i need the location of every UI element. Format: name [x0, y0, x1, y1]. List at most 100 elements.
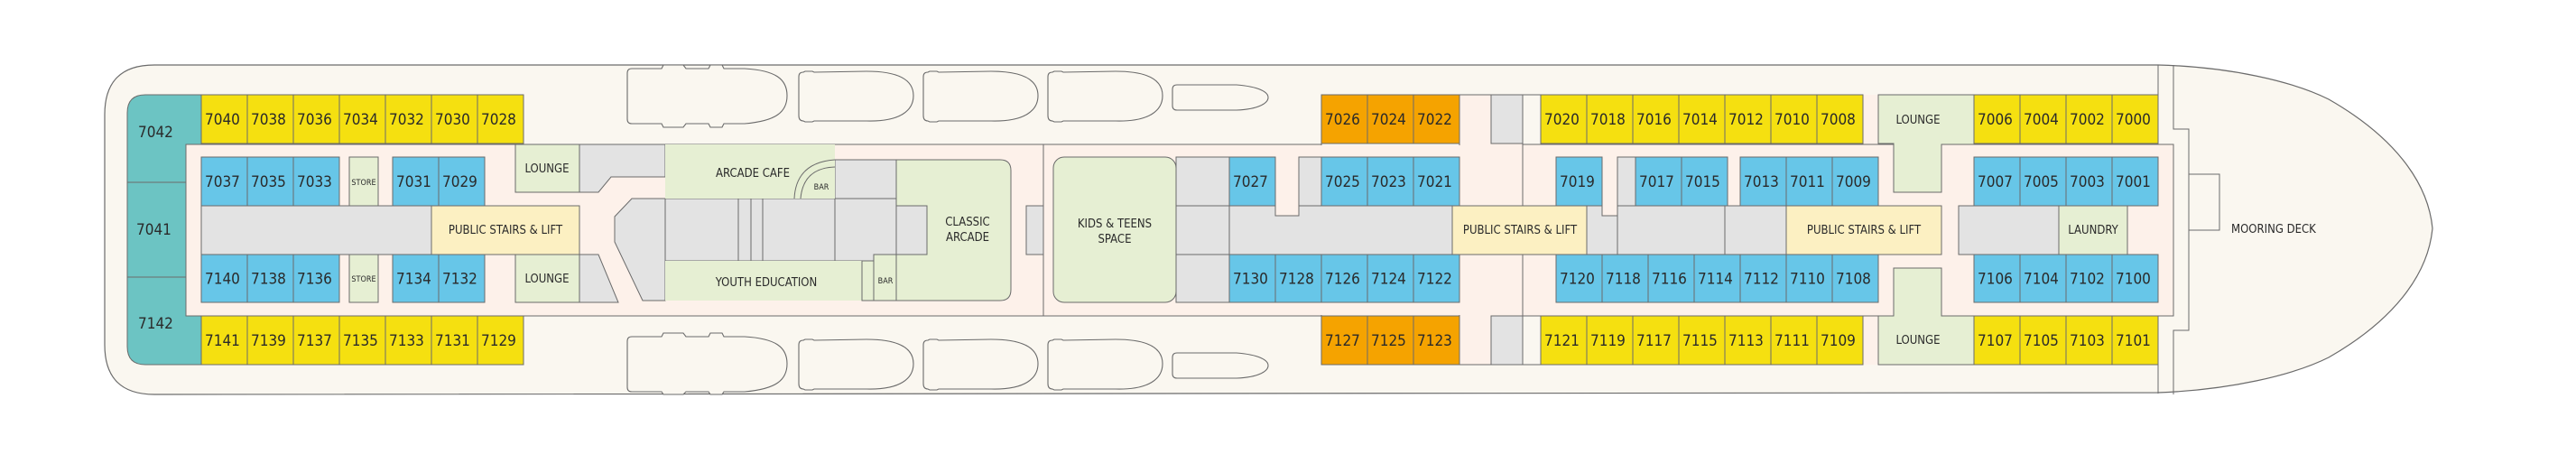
- cabin-7017[interactable]: [1635, 156, 1682, 207]
- cabin-number: 7142: [138, 315, 173, 333]
- tender-boat-icon: [1172, 352, 1269, 379]
- cabin-7124[interactable]: [1367, 254, 1414, 303]
- cabin-7123[interactable]: [1413, 315, 1460, 366]
- bar-counter-icon: [800, 166, 836, 199]
- cabin-7105[interactable]: [2019, 315, 2067, 366]
- cabin-7006[interactable]: [1973, 94, 2021, 144]
- service-block: [762, 198, 836, 262]
- youth-education: [665, 261, 862, 301]
- cabin-number: 7134: [396, 271, 431, 289]
- cabin-number: 7113: [1728, 332, 1764, 350]
- cabin-7031[interactable]: [392, 156, 440, 207]
- cabin-number: 7139: [251, 332, 286, 350]
- cabin-7134[interactable]: [392, 254, 440, 303]
- cabin-7011[interactable]: [1785, 156, 1833, 207]
- cabin-number: 7002: [2070, 111, 2105, 129]
- cabin-7032[interactable]: [385, 94, 432, 144]
- cabin-7133[interactable]: [385, 315, 432, 366]
- cabin-7018[interactable]: [1586, 94, 1634, 144]
- cabin-7040[interactable]: [200, 94, 248, 144]
- cabin-7025[interactable]: [1320, 156, 1368, 207]
- cabin-7108[interactable]: [1831, 254, 1879, 303]
- cabin-7008[interactable]: [1816, 94, 1864, 144]
- cabin-number: 7141: [205, 332, 240, 350]
- cabin-7137[interactable]: [292, 315, 340, 366]
- lounge-fwd-top-label: LOUNGE: [1895, 114, 1940, 127]
- cabin-7014[interactable]: [1678, 94, 1726, 144]
- cabin-7131[interactable]: [431, 315, 478, 366]
- cabin-7027[interactable]: [1228, 156, 1276, 207]
- cabin-7140[interactable]: [200, 254, 248, 303]
- cabin-7036[interactable]: [292, 94, 340, 144]
- cabin-7012[interactable]: [1724, 94, 1772, 144]
- service-areas: [200, 94, 2060, 366]
- cabin-number: 7000: [2116, 111, 2151, 129]
- cabin-7101[interactable]: [2111, 315, 2159, 366]
- cabin-7107[interactable]: [1973, 315, 2021, 366]
- cabin-number: 7112: [1744, 271, 1779, 289]
- room-labels: STORE STORE PUBLIC STAIRS & LIFT LOUNGE …: [351, 114, 2118, 347]
- cabin-7002[interactable]: [2065, 94, 2113, 144]
- cabin-number: 7102: [2070, 271, 2105, 289]
- cabin-7028[interactable]: [477, 94, 524, 144]
- cabin-number: 7022: [1417, 111, 1452, 129]
- service-corridor-mid: [1228, 205, 1454, 255]
- service-block: [1958, 205, 2060, 255]
- cabin-7118[interactable]: [1601, 254, 1649, 303]
- cabin-7030[interactable]: [431, 94, 478, 144]
- cabin-7139[interactable]: [246, 315, 294, 366]
- cabin-7106[interactable]: [1973, 254, 2021, 303]
- cabin-7009[interactable]: [1831, 156, 1879, 207]
- cabin-number: 7004: [2024, 111, 2059, 129]
- service-block: [1617, 205, 1726, 255]
- cabin-7029[interactable]: [438, 156, 486, 207]
- cabin-7122[interactable]: [1413, 254, 1460, 303]
- classic-arcade: [895, 159, 1012, 301]
- cabin-7022[interactable]: [1413, 94, 1460, 144]
- cabin-7007[interactable]: [1973, 156, 2021, 207]
- cabin-7141[interactable]: [200, 315, 248, 366]
- cabin-number: 7023: [1371, 173, 1406, 191]
- cabin-7010[interactable]: [1770, 94, 1818, 144]
- cabin-7026[interactable]: [1320, 94, 1368, 144]
- cabin-7112[interactable]: [1739, 254, 1787, 303]
- service-block: [1175, 205, 1230, 255]
- cabin-7015[interactable]: [1681, 156, 1728, 207]
- cabin-number: 7125: [1371, 332, 1406, 350]
- cabin-7127[interactable]: [1320, 315, 1368, 366]
- cabin-7033[interactable]: [292, 156, 340, 207]
- cabin-7126[interactable]: [1320, 254, 1368, 303]
- cabin-7021[interactable]: [1413, 156, 1460, 207]
- lifeboat-icon: [1047, 338, 1163, 391]
- cabin-7103[interactable]: [2065, 315, 2113, 366]
- cabin-7121[interactable]: [1540, 315, 1588, 366]
- cabin-7001[interactable]: [2111, 156, 2159, 207]
- cabin-7023[interactable]: [1367, 156, 1414, 207]
- cabin-7129[interactable]: [477, 315, 524, 366]
- stairs-mid-label: PUBLIC STAIRS & LIFT: [1463, 224, 1578, 237]
- cabin-7109[interactable]: [1816, 315, 1864, 366]
- cabin-number: 7029: [442, 173, 477, 191]
- cabin-number: 7024: [1371, 111, 1406, 129]
- cabin-7128[interactable]: [1274, 254, 1322, 303]
- cabin-7117[interactable]: [1632, 315, 1680, 366]
- cabin-number: 7132: [442, 271, 477, 289]
- cabin-7116[interactable]: [1647, 254, 1695, 303]
- cabin-number: 7015: [1685, 173, 1720, 191]
- cabin-7038[interactable]: [246, 94, 294, 144]
- cabin-7104[interactable]: [2019, 254, 2067, 303]
- cabin-7114[interactable]: [1693, 254, 1741, 303]
- cabin-7132[interactable]: [438, 254, 486, 303]
- cabin-7115[interactable]: [1678, 315, 1726, 366]
- cabin-number: 7124: [1371, 271, 1406, 289]
- cabin-7000[interactable]: [2111, 94, 2159, 144]
- cabin-7100[interactable]: [2111, 254, 2159, 303]
- cabin-7120[interactable]: [1555, 254, 1603, 303]
- cabin-7035[interactable]: [246, 156, 294, 207]
- cabin-7138[interactable]: [246, 254, 294, 303]
- cabin-7135[interactable]: [338, 315, 386, 366]
- cabin-7125[interactable]: [1367, 315, 1414, 366]
- cabin-7019[interactable]: [1555, 156, 1603, 207]
- cabin-7136[interactable]: [292, 254, 340, 303]
